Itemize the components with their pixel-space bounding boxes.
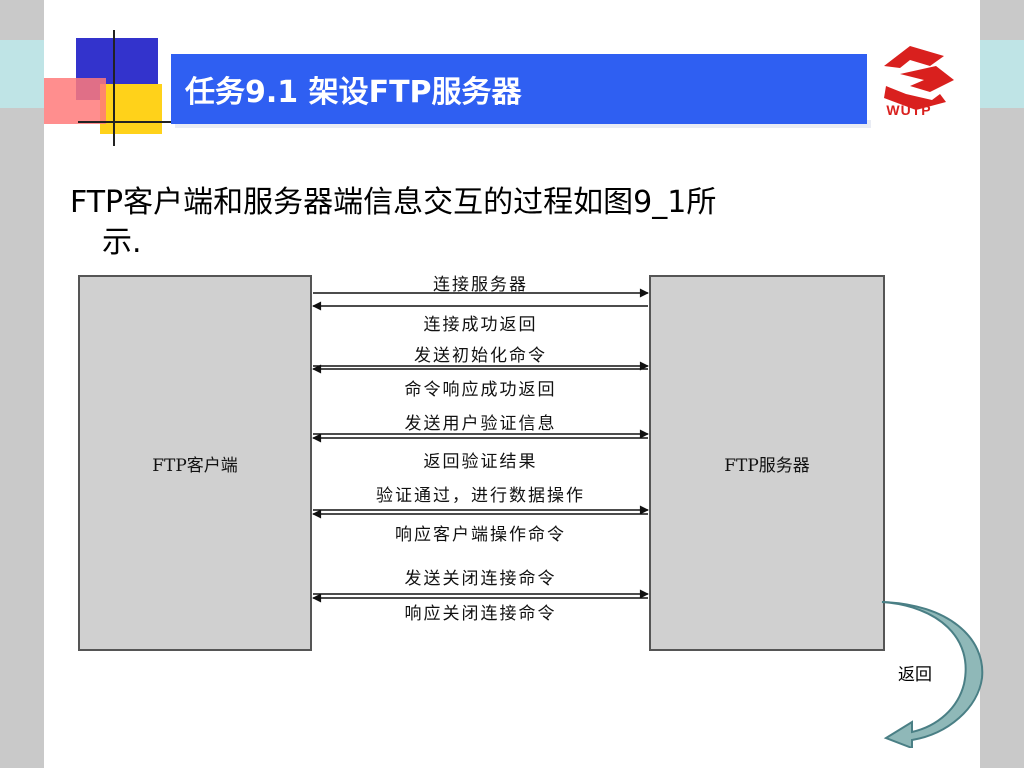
deco-yellow-square <box>100 84 162 134</box>
back-link[interactable]: 返回 <box>898 665 932 685</box>
slide-title: 任务9.1 架设FTP服务器 <box>171 54 867 124</box>
message-label: 发送关闭连接命令 <box>404 569 557 589</box>
title-decoration <box>44 30 172 146</box>
server-label: FTP服务器 <box>724 455 810 476</box>
body-line-1: FTP客户端和服务器端信息交互的过程如图9_1所 <box>70 185 717 220</box>
message-label: 返回验证结果 <box>423 452 538 472</box>
message-label: 命令响应成功返回 <box>404 380 557 400</box>
left-side-band <box>0 40 44 108</box>
message-label: 验证通过，进行数据操作 <box>376 486 585 506</box>
left-side-bar <box>0 0 44 768</box>
message-label: 连接成功返回 <box>423 315 538 335</box>
ftp-server-box: FTP服务器 <box>649 275 885 651</box>
title-shadow <box>175 120 871 128</box>
body-paragraph: FTP客户端和服务器端信息交互的过程如图9_1所 示. <box>70 183 950 263</box>
back-arrow-icon[interactable] <box>878 598 988 748</box>
wutp-logo-icon <box>884 46 954 110</box>
message-label: 连接服务器 <box>433 275 528 295</box>
message-label: 发送用户验证信息 <box>404 414 557 434</box>
message-label: 响应关闭连接命令 <box>404 604 557 624</box>
logo-text: WUTP <box>886 102 932 118</box>
message-label: 响应客户端操作命令 <box>395 525 566 545</box>
body-line-2: 示. <box>102 225 142 260</box>
deco-red-square <box>44 78 106 124</box>
back-arrow-shape <box>881 601 984 748</box>
ftp-client-box: FTP客户端 <box>78 275 312 651</box>
right-side-bar <box>980 0 1024 768</box>
message-label: 发送初始化命令 <box>414 346 547 366</box>
client-label: FTP客户端 <box>152 455 238 476</box>
right-side-band <box>980 40 1024 108</box>
